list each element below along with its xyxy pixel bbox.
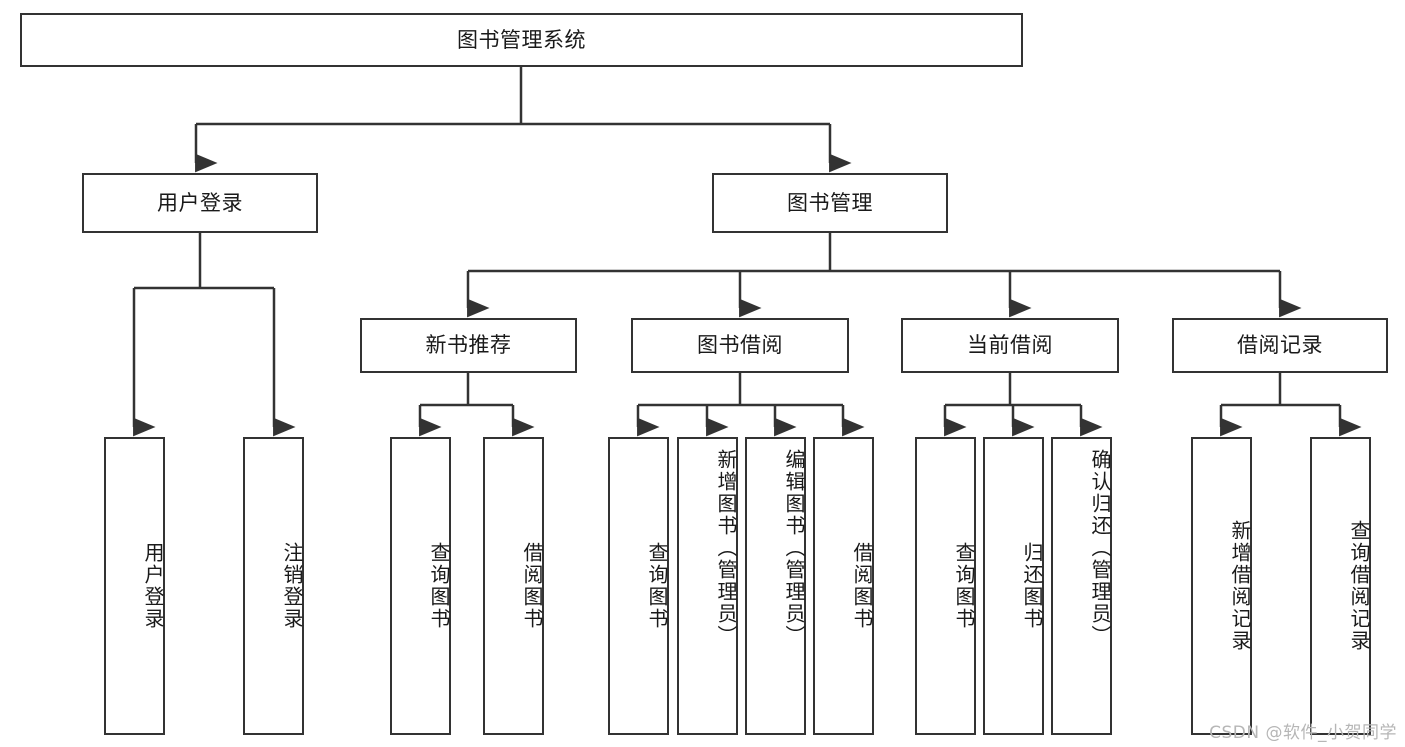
node-leaf-borrow-book-1-label: 借阅图书 <box>520 542 544 630</box>
node-leaf-confirm-return[interactable]: 确认归还（管理员） <box>1051 437 1112 735</box>
node-borrow-record-label: 借阅记录 <box>1237 333 1323 358</box>
node-leaf-query-record[interactable]: 查询借阅记录 <box>1310 437 1371 735</box>
node-user-login[interactable]: 用户登录 <box>82 173 318 233</box>
node-leaf-query-book-2-label: 查询图书 <box>645 542 669 630</box>
node-leaf-query-book-2[interactable]: 查询图书 <box>608 437 669 735</box>
node-leaf-user-login[interactable]: 用户登录 <box>104 437 165 735</box>
watermark-text: CSDN @软件_小贺同学 <box>1209 723 1397 743</box>
node-user-login-label: 用户登录 <box>157 190 243 215</box>
node-leaf-user-logout[interactable]: 注销登录 <box>243 437 304 735</box>
node-root-label: 图书管理系统 <box>457 27 586 52</box>
node-current-borrow-label: 当前借阅 <box>967 333 1053 358</box>
node-book-borrow[interactable]: 图书借阅 <box>631 318 849 373</box>
node-leaf-return-book[interactable]: 归还图书 <box>983 437 1044 735</box>
node-root[interactable]: 图书管理系统 <box>20 13 1023 67</box>
node-leaf-edit-book[interactable]: 编辑图书（管理员） <box>745 437 806 735</box>
node-book-manage-label: 图书管理 <box>787 190 873 215</box>
node-leaf-borrow-book-1[interactable]: 借阅图书 <box>483 437 544 735</box>
node-new-book-recommend-label: 新书推荐 <box>425 333 512 358</box>
node-leaf-query-book-1[interactable]: 查询图书 <box>390 437 451 735</box>
node-leaf-borrow-book-2-label: 借阅图书 <box>850 542 874 630</box>
node-leaf-confirm-return-label: 确认归还（管理员） <box>1088 449 1112 647</box>
node-leaf-query-book-1-label: 查询图书 <box>427 542 451 630</box>
node-leaf-query-book-3-label: 查询图书 <box>952 542 976 630</box>
node-leaf-user-login-label: 用户登录 <box>141 542 165 630</box>
node-borrow-record[interactable]: 借阅记录 <box>1172 318 1388 373</box>
node-book-borrow-label: 图书借阅 <box>697 333 783 358</box>
node-book-manage[interactable]: 图书管理 <box>712 173 948 233</box>
node-leaf-query-record-label: 查询借阅记录 <box>1347 520 1371 652</box>
node-new-book-recommend[interactable]: 新书推荐 <box>360 318 577 373</box>
node-leaf-add-book-label: 新增图书（管理员） <box>714 449 738 647</box>
node-current-borrow[interactable]: 当前借阅 <box>901 318 1119 373</box>
node-leaf-edit-book-label: 编辑图书（管理员） <box>782 449 806 647</box>
node-leaf-add-record[interactable]: 新增借阅记录 <box>1191 437 1252 735</box>
node-leaf-add-record-label: 新增借阅记录 <box>1228 520 1252 652</box>
node-leaf-query-book-3[interactable]: 查询图书 <box>915 437 976 735</box>
node-leaf-add-book[interactable]: 新增图书（管理员） <box>677 437 738 735</box>
node-leaf-user-logout-label: 注销登录 <box>280 542 304 630</box>
node-leaf-borrow-book-2[interactable]: 借阅图书 <box>813 437 874 735</box>
node-leaf-return-book-label: 归还图书 <box>1020 542 1044 630</box>
